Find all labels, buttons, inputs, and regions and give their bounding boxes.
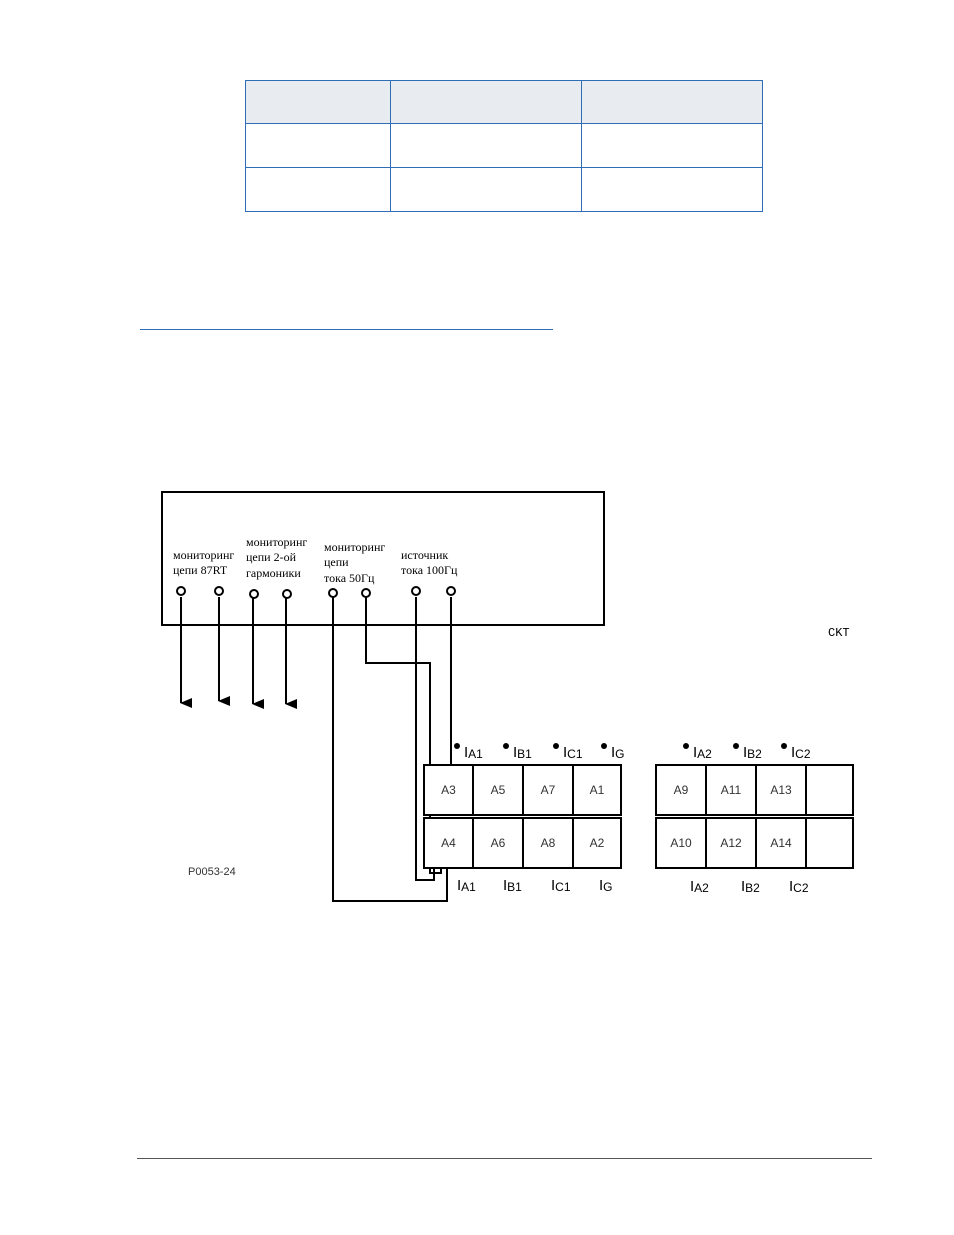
wire-50hz-a (332, 597, 448, 902)
terminal-label: A14 (770, 836, 792, 850)
terminal-label: A10 (670, 836, 692, 850)
table-cell (245, 167, 391, 212)
table-cell (581, 123, 763, 168)
terminal-cell (705, 817, 757, 869)
table-cell (389, 167, 583, 212)
polarity-dot (781, 743, 787, 749)
terminal-label: A9 (674, 783, 689, 797)
link-underline (140, 329, 553, 330)
current-label: IB1 (513, 744, 532, 761)
current-label: IA1 (457, 877, 476, 894)
terminal-label: A8 (541, 836, 556, 850)
terminal-cell (705, 764, 757, 816)
figure-code: P0053-24 (188, 866, 236, 878)
wire-100hz-a (415, 597, 435, 881)
terminal-label: A12 (720, 836, 742, 850)
polarity-dot (553, 743, 559, 749)
terminal-label: A1 (590, 783, 605, 797)
terminal-connector (328, 588, 338, 598)
current-label: IB1 (503, 877, 522, 894)
terminal-cell (572, 817, 622, 869)
ckt-label: CKT (828, 626, 850, 640)
label-50hz-monitoring: мониторинг цепи тока 50Гц (324, 540, 388, 585)
terminal-label: A5 (491, 783, 506, 797)
terminal-label: A13 (770, 783, 792, 797)
terminal-label: A11 (721, 783, 742, 797)
current-label: IA1 (464, 744, 483, 761)
table-cell (581, 80, 763, 124)
terminal-cell (522, 817, 574, 869)
test-set-terminals (176, 586, 456, 599)
settings-table (245, 80, 763, 212)
current-label: IG (599, 877, 613, 894)
terminal-cell (755, 817, 807, 869)
test-set-box (161, 491, 605, 626)
current-label: IG (611, 744, 625, 761)
polarity-dot (683, 743, 689, 749)
label-100hz-source: источник тока 100Гц (401, 548, 458, 577)
table-row (245, 167, 763, 212)
terminal-connector (446, 586, 456, 596)
current-label: IB2 (743, 744, 762, 761)
terminal-connector (214, 586, 224, 596)
current-label: IC1 (551, 877, 571, 894)
terminal-connector (361, 588, 371, 598)
terminal-cell (805, 764, 854, 816)
table-cell (581, 167, 763, 212)
terminal-connector (411, 586, 421, 596)
terminal-cell (572, 764, 622, 816)
footer-rule (137, 1158, 872, 1159)
terminal-label: A3 (441, 783, 456, 797)
current-label: IA2 (693, 744, 712, 761)
label-87rt-monitoring: мониторинг цепи 87RT (173, 548, 237, 577)
polarity-dot (454, 743, 460, 749)
terminal-cell (423, 817, 474, 869)
terminal-connector (282, 589, 292, 599)
polarity-dot (601, 743, 607, 749)
polarity-dot (503, 743, 509, 749)
terminal-label: A6 (491, 836, 506, 850)
label-2nd-harmonic-monitoring: мониторинг цепи 2-ой гармоники (246, 535, 310, 580)
current-label: IC1 (563, 744, 583, 761)
table-cell (245, 80, 391, 124)
terminal-label: A4 (441, 836, 456, 850)
terminal-label: A7 (541, 783, 556, 797)
terminal-cell (805, 817, 854, 869)
current-label: IB2 (741, 878, 760, 895)
current-label: IA2 (690, 878, 709, 895)
current-label: IC2 (791, 744, 811, 761)
table-cell (389, 123, 583, 168)
terminal-label: A2 (590, 836, 605, 850)
terminal-connector (249, 589, 259, 599)
terminal-cell (522, 764, 574, 816)
terminal-connector (176, 586, 186, 596)
current-label: IC2 (789, 878, 809, 895)
terminal-cell (423, 764, 474, 816)
polarity-dot (733, 743, 739, 749)
